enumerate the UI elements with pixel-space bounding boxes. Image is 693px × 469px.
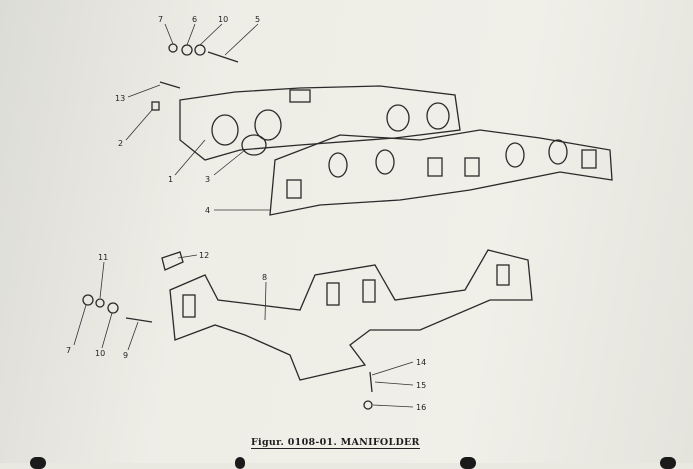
- intake-manifold: [179, 85, 461, 161]
- binding-hole: [235, 457, 245, 469]
- callout-15: 15: [416, 381, 426, 390]
- callout-6: 6: [192, 15, 197, 24]
- exhaust-manifold: [169, 249, 533, 381]
- callout-3: 3: [205, 175, 210, 184]
- callout-14: 14: [416, 358, 426, 367]
- gasket: [269, 129, 613, 216]
- callout-labels: 7 6 10 5 13 2 1 3 4 12 11 8 7 10 9 14 15…: [66, 15, 426, 412]
- callout-10-lower: 10: [95, 349, 105, 358]
- callout-5: 5: [255, 15, 260, 24]
- leader-lines: [73, 23, 414, 408]
- binding-hole: [660, 457, 676, 469]
- callout-10: 10: [218, 15, 228, 24]
- callout-7: 7: [158, 15, 163, 24]
- callout-9: 9: [123, 351, 128, 360]
- binding-hole: [30, 457, 46, 469]
- callout-2: 2: [118, 139, 123, 148]
- callout-13: 13: [115, 94, 125, 103]
- figure-caption: Figur. 0108-01. MANIFOLDER: [251, 437, 420, 449]
- callout-1: 1: [168, 175, 173, 184]
- callout-12: 12: [199, 251, 209, 260]
- callout-16: 16: [416, 403, 426, 412]
- binding-hole: [460, 457, 476, 469]
- callout-7-lower: 7: [66, 346, 71, 355]
- callout-8: 8: [262, 273, 267, 282]
- small-hardware-upper: [151, 43, 267, 156]
- callout-4: 4: [205, 206, 210, 215]
- callout-11: 11: [98, 253, 108, 262]
- small-hardware-lower: [82, 251, 373, 410]
